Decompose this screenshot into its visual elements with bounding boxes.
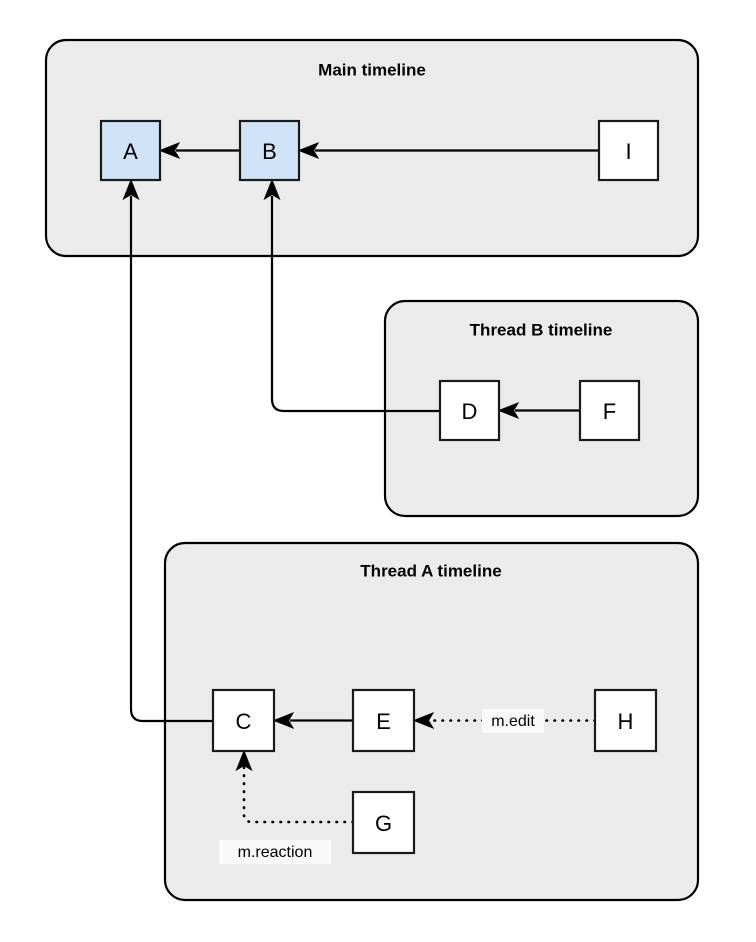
edge-i-to-b-arrowhead [297, 141, 320, 160]
edge-g-to-c[interactable] [235, 749, 355, 824]
container-main-timeline-title: Main timeline [318, 60, 426, 79]
node-E-label: E [376, 709, 391, 734]
edge-f-to-d-arrowhead [497, 401, 520, 420]
node-G-box[interactable] [351, 790, 416, 855]
node-H[interactable]: H [593, 688, 658, 753]
node-G-label: G [375, 811, 392, 836]
container-thread-b-timeline-rect[interactable] [383, 299, 700, 518]
container-thread-a-timeline-title: Thread A timeline [360, 561, 501, 580]
node-H-box[interactable] [593, 688, 658, 753]
node-G[interactable]: G [351, 790, 416, 855]
node-A-box[interactable] [99, 119, 162, 182]
container-thread-a-timeline[interactable]: Thread A timeline [163, 541, 700, 902]
edge-h-to-e-arrowhead [412, 711, 435, 730]
edge-h-to-e[interactable] [412, 711, 597, 730]
edge-b-to-a[interactable] [158, 141, 240, 160]
node-F-box[interactable] [578, 379, 641, 442]
node-B-label: B [262, 139, 277, 164]
edge-c-to-a-arrowhead [122, 178, 140, 201]
edge-d-to-b-arrowhead [263, 178, 281, 201]
node-D-label: D [462, 399, 478, 424]
container-thread-b-timeline-title: Thread B timeline [470, 320, 613, 339]
edge-e-to-c[interactable] [272, 711, 353, 730]
edge-label-m-reaction-bg [219, 840, 331, 864]
container-main-timeline-rect[interactable] [44, 38, 700, 258]
node-C-box[interactable] [211, 688, 276, 753]
node-A-label: A [123, 139, 138, 164]
edge-label-m-reaction: m.reaction [219, 840, 331, 864]
node-A[interactable]: A [99, 119, 162, 182]
edge-label-m-edit-text: m.edit [491, 713, 535, 730]
node-I[interactable]: I [597, 119, 660, 182]
node-E-box[interactable] [351, 688, 416, 753]
node-I-label: I [625, 139, 631, 164]
node-D-box[interactable] [438, 379, 501, 442]
edge-label-m-reaction-text: m.reaction [238, 844, 313, 861]
container-thread-b-timeline[interactable]: Thread B timeline [383, 299, 700, 518]
edge-label-m-edit-bg [482, 709, 544, 733]
node-C-label: C [236, 709, 252, 734]
node-B[interactable]: B [238, 119, 301, 182]
node-B-box[interactable] [238, 119, 301, 182]
edge-d-to-b[interactable] [263, 178, 441, 413]
edge-i-to-b[interactable] [297, 141, 599, 160]
node-F-label: F [603, 399, 616, 424]
edge-f-to-d[interactable] [497, 401, 580, 420]
edge-g-to-c-arrowhead [235, 749, 253, 772]
edge-b-to-a-arrowhead [158, 141, 181, 160]
node-E[interactable]: E [351, 688, 416, 753]
node-D[interactable]: D [438, 379, 501, 442]
edge-label-m-edit: m.edit [482, 709, 544, 733]
edge-e-to-c-arrowhead [272, 711, 295, 730]
node-I-box[interactable] [597, 119, 660, 182]
node-F[interactable]: F [578, 379, 641, 442]
container-main-timeline[interactable]: Main timeline [44, 38, 700, 258]
edge-d-to-b-line [270, 196, 440, 413]
edge-c-to-a-line [129, 196, 213, 723]
node-H-label: H [618, 709, 634, 734]
edge-c-to-a[interactable] [122, 178, 214, 723]
node-C[interactable]: C [211, 688, 276, 753]
